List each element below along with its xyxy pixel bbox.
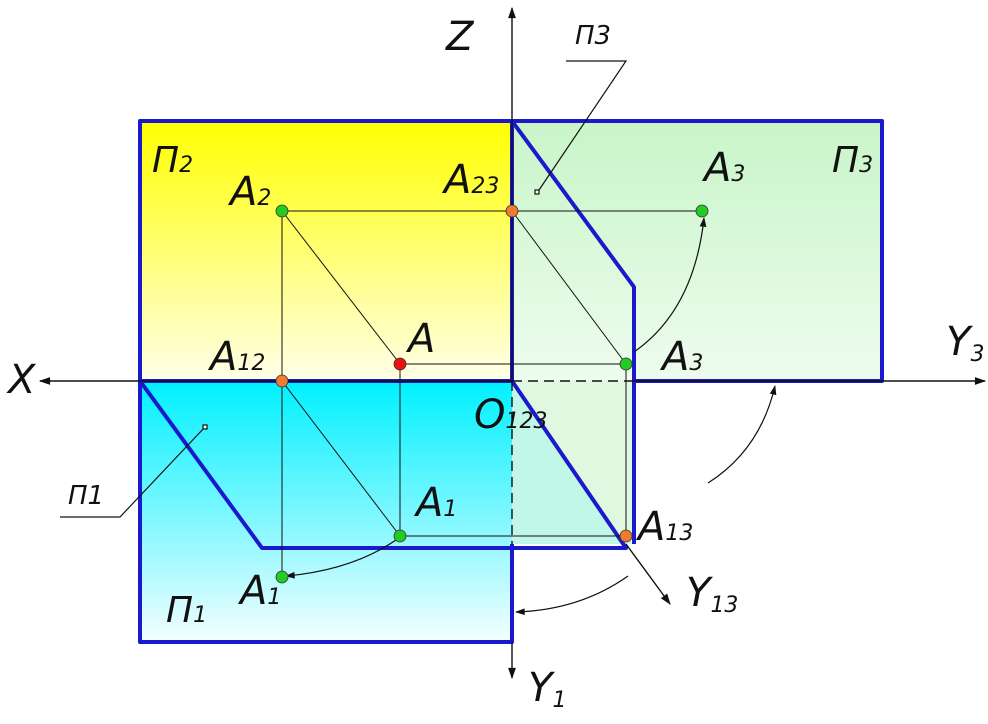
point-a23 xyxy=(505,204,519,218)
origin-label: O123 xyxy=(474,392,547,438)
point-a12-main: A xyxy=(207,334,237,380)
point-a2-sub: 2 xyxy=(257,186,271,211)
axis-y3-label: Y3 xyxy=(946,319,984,367)
axis-y1-sub: 1 xyxy=(552,688,566,713)
point-a13 xyxy=(619,529,633,543)
plane-p3-sub: 3 xyxy=(859,153,873,178)
origin-sub: 123 xyxy=(505,409,547,434)
plane-p2-fill xyxy=(140,121,512,381)
axis-z-label: Z xyxy=(445,14,475,60)
arc-y1-rotation xyxy=(515,575,629,616)
plane-p2-main: П xyxy=(152,140,179,181)
line-a12-a1 xyxy=(281,380,401,537)
point-a2-label: A2 xyxy=(227,169,271,215)
point-a2 xyxy=(275,204,289,218)
point-a1-mid xyxy=(393,529,407,543)
callout-leaders xyxy=(60,60,628,518)
axis-y13-sub: 13 xyxy=(710,593,738,618)
arc-a3-rotation xyxy=(633,217,707,353)
callout-p3-leader xyxy=(536,60,628,194)
point-a1-mid-main: A xyxy=(413,480,443,526)
rotation-arcs xyxy=(285,217,777,616)
point-a3-top-sub: 3 xyxy=(731,162,745,187)
plane-p1-folded-frame xyxy=(138,379,628,550)
point-a3-top xyxy=(695,204,709,218)
point-a23-sub: 23 xyxy=(471,174,499,199)
axis-y1-main: Y xyxy=(528,665,556,711)
axis-x-label: X xyxy=(6,357,37,403)
point-a1-low-label: A1 xyxy=(237,568,281,614)
origin-main: O xyxy=(474,392,505,438)
point-a13-sub: 13 xyxy=(665,521,693,546)
axis-y3-sub: 3 xyxy=(970,342,984,367)
point-a-label: A xyxy=(405,316,435,362)
plane-p1-label: П1 xyxy=(166,590,207,631)
plane-p3-folded-fill xyxy=(512,381,634,544)
callout-p1-anchor xyxy=(202,424,208,430)
callout-p3-anchor xyxy=(534,189,540,195)
point-a3-mid-label: A3 xyxy=(659,334,703,380)
plane-p3-main: П xyxy=(832,140,859,181)
callout-p3-label: П3 xyxy=(575,21,611,51)
point-a3-mid-main: A xyxy=(659,334,689,380)
point-a23-label: A23 xyxy=(441,157,499,203)
point-a1-low xyxy=(275,570,289,584)
point-a12-label: A12 xyxy=(207,334,265,380)
hidden-lines xyxy=(511,380,634,544)
axis-y13-label: Y13 xyxy=(686,570,738,618)
axis-y1-label: Y1 xyxy=(528,665,566,713)
point-a12-sub: 12 xyxy=(237,351,265,376)
line-a2-a xyxy=(281,210,401,365)
point-a3-top-label: A3 xyxy=(701,145,745,191)
plane-p1-frame xyxy=(138,381,514,644)
callout-p1-leader xyxy=(60,426,206,518)
axis-y13-main: Y xyxy=(686,570,714,616)
callout-p1-label: П1 xyxy=(68,481,104,511)
point-a1-low-sub: 1 xyxy=(267,585,281,610)
point-a13-main: A xyxy=(635,504,665,550)
axis-y3-main: Y xyxy=(946,319,974,365)
point-a13-label: A13 xyxy=(635,504,693,550)
axis-y13-line xyxy=(625,543,671,605)
plane-p1-main: П xyxy=(166,590,193,631)
plane-p1-fill xyxy=(140,381,512,642)
point-a12 xyxy=(275,374,289,388)
arc-y3-rotation xyxy=(707,385,777,484)
points xyxy=(275,204,709,584)
point-a1-mid-label: A1 xyxy=(413,480,457,526)
point-a23-main: A xyxy=(441,157,471,203)
plane-p3-folded-frame xyxy=(510,119,636,544)
point-a2-main: A xyxy=(227,169,257,215)
point-a1-mid-sub: 1 xyxy=(443,497,457,522)
plane-p3-fill xyxy=(512,121,882,381)
arc-a1-rotation xyxy=(285,539,397,579)
projection-lines xyxy=(281,210,702,577)
point-a3-mid-sub: 3 xyxy=(689,351,703,376)
plane-p2-label: П2 xyxy=(152,140,193,181)
plane-p3-label: П3 xyxy=(832,140,873,181)
point-a3-mid xyxy=(619,357,633,371)
plane-p1-sub: 1 xyxy=(193,603,207,628)
point-a1-low-main: A xyxy=(237,568,267,614)
plane-p2-sub: 2 xyxy=(179,153,193,178)
point-a xyxy=(393,357,407,371)
line-a23-a3 xyxy=(511,210,627,365)
point-a3-top-main: A xyxy=(701,145,731,191)
